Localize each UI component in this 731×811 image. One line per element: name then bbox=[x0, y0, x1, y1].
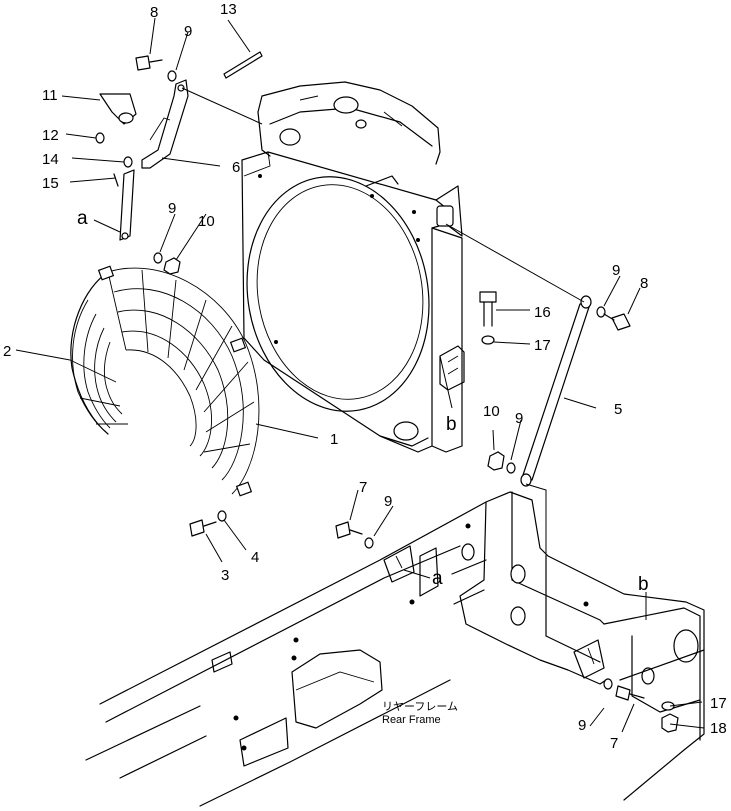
callout-17-lower: 17 bbox=[710, 695, 727, 712]
rear-frame-label-jp: リヤーフレーム bbox=[382, 700, 458, 713]
callout-12: 12 bbox=[42, 127, 59, 144]
callout-16: 16 bbox=[534, 304, 551, 321]
callout-11: 11 bbox=[42, 87, 58, 104]
callout-10-rod: 10 bbox=[483, 403, 500, 420]
callout-18: 18 bbox=[710, 720, 727, 737]
callout-9-middle: 9 bbox=[384, 493, 392, 510]
callout-8-top: 8 bbox=[150, 4, 158, 21]
radiator bbox=[241, 81, 465, 453]
ref-a-frame: a bbox=[432, 568, 443, 589]
callout-14: 14 bbox=[42, 151, 59, 168]
ref-a-stay: a bbox=[77, 208, 88, 229]
callout-5: 5 bbox=[614, 401, 622, 418]
rear-frame-label-en: Rear Frame bbox=[382, 714, 441, 726]
ref-b-radiator: b bbox=[446, 414, 457, 435]
callout-9-rod: 9 bbox=[515, 410, 523, 427]
callout-9-top: 9 bbox=[184, 23, 192, 40]
reference-letters: a a b b bbox=[77, 208, 649, 595]
lower-rod bbox=[479, 291, 631, 487]
callout-1: 1 bbox=[330, 431, 338, 448]
callout-2: 2 bbox=[3, 343, 11, 360]
callout-8-right: 8 bbox=[640, 275, 648, 292]
upper-stay bbox=[95, 51, 263, 275]
leader-lines bbox=[15, 17, 705, 733]
callout-10-stay: 10 bbox=[198, 213, 215, 230]
callout-3: 3 bbox=[221, 567, 229, 584]
rear-frame bbox=[85, 491, 705, 807]
callout-13: 13 bbox=[220, 1, 237, 18]
rear-frame-label: リヤーフレーム Rear Frame bbox=[382, 700, 458, 726]
callout-17-upper: 17 bbox=[534, 337, 551, 354]
callouts: 1 2 3 4 5 6 7 7 8 8 9 9 9 9 9 9 10 10 11… bbox=[3, 1, 727, 752]
callout-9-lower: 9 bbox=[578, 717, 586, 734]
callout-6: 6 bbox=[232, 159, 240, 176]
callout-9-stay: 9 bbox=[168, 200, 176, 217]
callout-4: 4 bbox=[251, 549, 259, 566]
callout-7-lower: 7 bbox=[610, 735, 618, 752]
callout-15: 15 bbox=[42, 175, 59, 192]
ref-b-frame: b bbox=[638, 574, 649, 595]
callout-7-middle: 7 bbox=[359, 479, 367, 496]
callout-9-right: 9 bbox=[612, 262, 620, 279]
fan-guard bbox=[69, 265, 260, 497]
